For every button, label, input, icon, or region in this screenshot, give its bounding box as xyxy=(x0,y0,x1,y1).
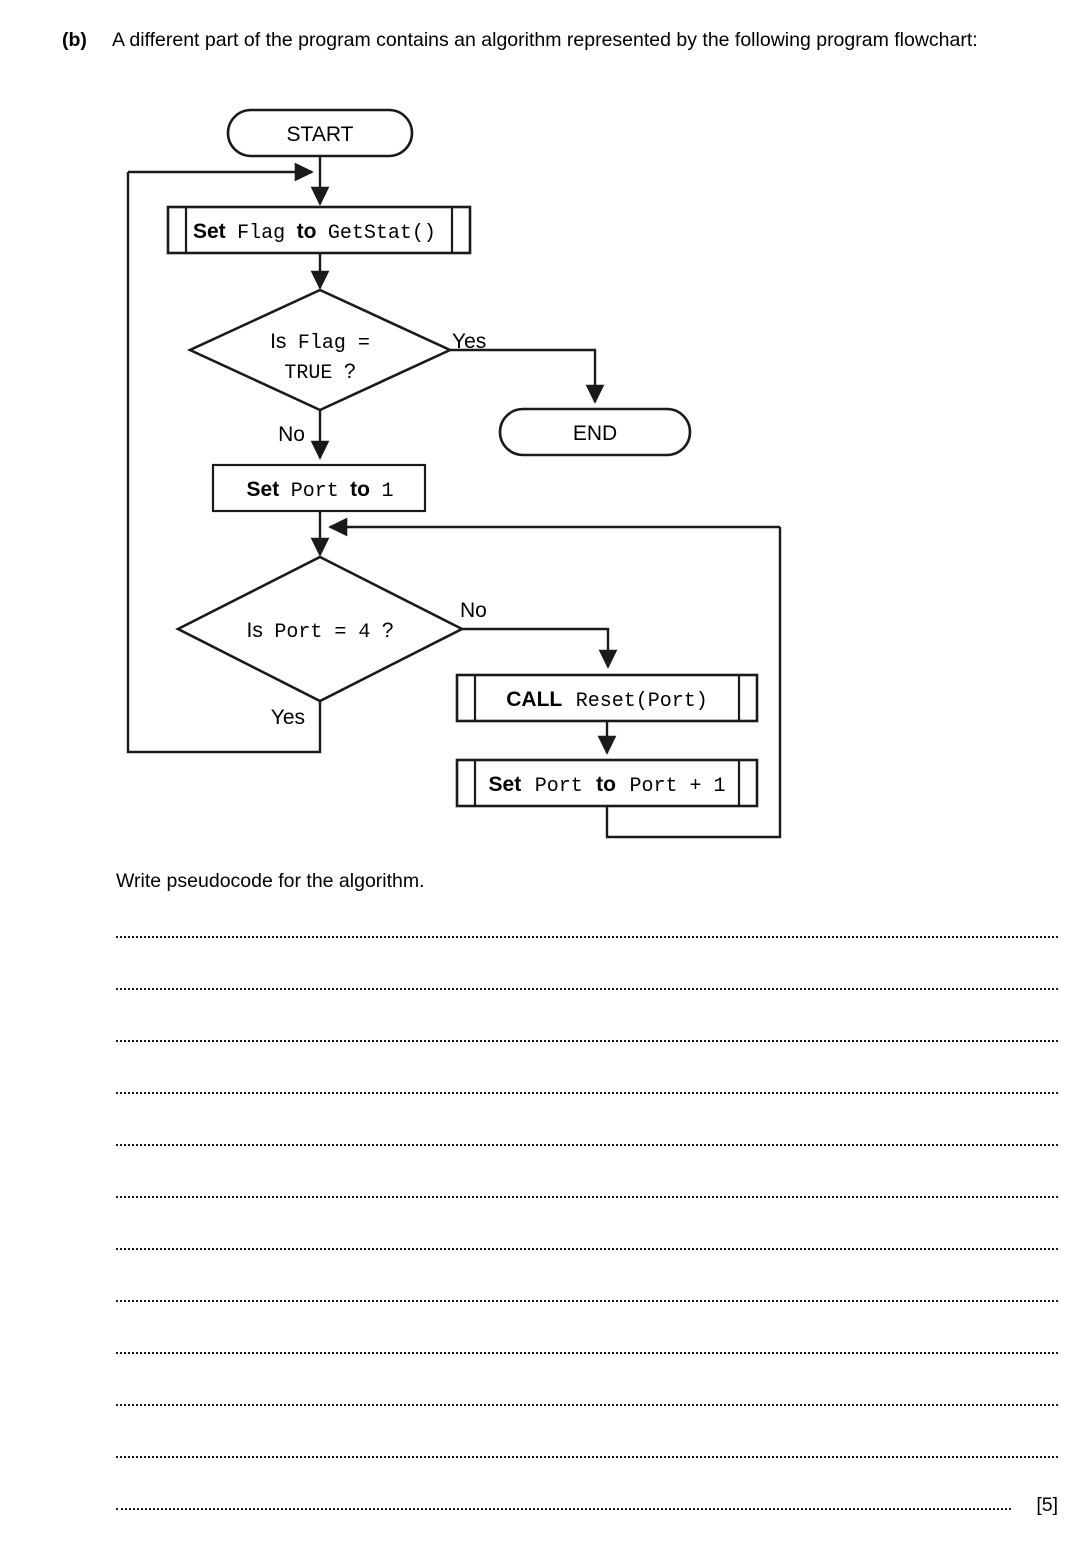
branch-label-flag-yes: Yes xyxy=(452,330,486,353)
answer-line[interactable] xyxy=(116,1133,1058,1185)
set-flag-keyword: Set xyxy=(193,220,226,243)
answer-line-rule xyxy=(116,1195,1058,1198)
answer-line[interactable] xyxy=(116,977,1058,1029)
node-set-flag-label: Set Flag to GetStat() xyxy=(193,220,436,245)
increment-port-operand2: Port + 1 xyxy=(629,775,725,798)
node-decision-port-label: Is Port = 4 ? xyxy=(247,619,394,644)
answer-line-rule xyxy=(116,1455,1058,1458)
answer-lines-area[interactable]: [5] xyxy=(116,925,1058,1549)
node-start-label: START xyxy=(287,123,354,146)
answer-line[interactable] xyxy=(116,925,1058,977)
answer-line[interactable] xyxy=(116,1237,1058,1289)
branch-label-port-no: No xyxy=(460,599,487,622)
answer-line-rule xyxy=(116,1247,1058,1250)
increment-port-connector: to xyxy=(596,773,616,796)
answer-line-rule xyxy=(116,1091,1058,1094)
decision-flag-prefix: Is xyxy=(270,330,286,353)
branch-label-flag-no: No xyxy=(278,423,305,446)
set-flag-connector: to xyxy=(297,220,317,243)
node-decision-flag-line2: TRUE ? xyxy=(284,360,355,385)
answer-line-rule xyxy=(116,987,1058,990)
set-flag-operand2: GetStat() xyxy=(328,222,436,245)
node-decision-flag: Is Flag = TRUE ? xyxy=(186,288,454,412)
answer-line-rule xyxy=(116,1039,1058,1042)
connector-flag-yes-to-end xyxy=(450,348,605,404)
answer-line-rule xyxy=(116,1507,1011,1510)
call-reset-keyword: CALL xyxy=(506,688,562,711)
answer-line-rule xyxy=(116,1403,1058,1406)
answer-line[interactable] xyxy=(116,1081,1058,1133)
node-decision-flag-line1: Is Flag = xyxy=(270,330,370,355)
node-call-reset: CALL Reset(Port) xyxy=(455,673,759,723)
connector-port-yes-loopback xyxy=(126,172,322,754)
question-number: (b) xyxy=(62,29,87,51)
increment-port-keyword: Set xyxy=(489,773,522,796)
answer-line[interactable]: [5] xyxy=(116,1494,1058,1549)
set-port-1-connector: to xyxy=(350,478,370,501)
decision-port-suffix: ? xyxy=(382,619,394,642)
question-header: (b) A different part of the program cont… xyxy=(62,26,1057,54)
answer-line[interactable] xyxy=(116,1289,1058,1341)
node-call-reset-label: CALL Reset(Port) xyxy=(506,688,707,713)
decision-flag-suffix: ? xyxy=(344,360,356,383)
call-reset-operand1: Reset(Port) xyxy=(576,690,708,713)
answer-line[interactable] xyxy=(116,1341,1058,1393)
node-end-label: END xyxy=(573,422,617,445)
node-increment-port-label: Set Port to Port + 1 xyxy=(489,773,726,798)
connector-port-no-to-call xyxy=(462,627,618,669)
node-end: END xyxy=(498,407,692,457)
connector-increment-loopback xyxy=(605,527,782,839)
node-decision-port: Is Port = 4 ? xyxy=(175,555,465,703)
node-increment-port: Set Port to Port + 1 xyxy=(455,758,759,808)
node-start: START xyxy=(226,108,414,158)
answer-line-rule xyxy=(116,935,1058,938)
branch-label-port-yes: Yes xyxy=(271,706,305,729)
decision-flag-mono2: TRUE xyxy=(284,362,332,385)
set-flag-operand1: Flag xyxy=(237,222,285,245)
answer-line[interactable] xyxy=(116,1393,1058,1445)
answer-line-rule xyxy=(116,1143,1058,1146)
question-text: A different part of the program contains… xyxy=(112,29,978,51)
answer-prompt: Write pseudocode for the algorithm. xyxy=(116,870,425,892)
decision-flag-mono1: Flag = xyxy=(298,332,370,355)
answer-line-rule xyxy=(116,1351,1058,1354)
node-set-port-1-label: Set Port to 1 xyxy=(247,478,394,503)
set-port-1-keyword: Set xyxy=(247,478,280,501)
answer-line-rule xyxy=(116,1299,1058,1302)
program-flowchart: START Set Flag to GetStat() xyxy=(0,92,1074,852)
answer-line[interactable] xyxy=(116,1029,1058,1081)
increment-port-operand1: Port xyxy=(535,775,583,798)
node-set-flag: Set Flag to GetStat() xyxy=(166,205,472,255)
answer-line[interactable] xyxy=(116,1185,1058,1237)
node-set-port-1: Set Port to 1 xyxy=(211,463,427,513)
decision-port-mono: Port = 4 xyxy=(274,621,370,644)
set-port-1-operand2: 1 xyxy=(381,480,393,503)
decision-port-prefix: Is xyxy=(247,619,263,642)
set-port-1-operand1: Port xyxy=(291,480,339,503)
mark-allocation: [5] xyxy=(1036,1494,1058,1516)
answer-line[interactable] xyxy=(116,1445,1058,1497)
